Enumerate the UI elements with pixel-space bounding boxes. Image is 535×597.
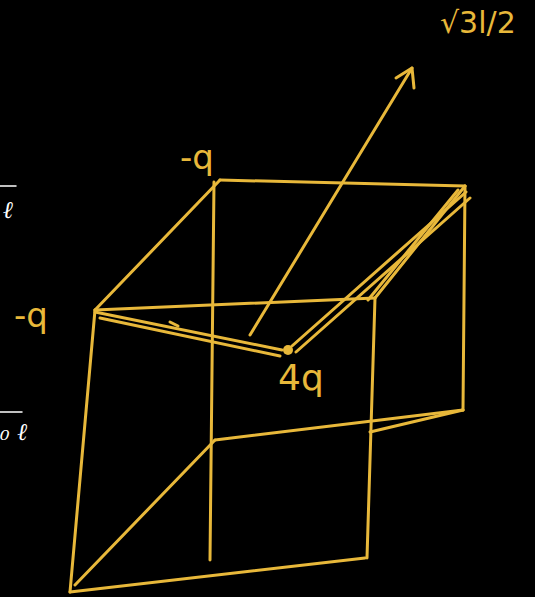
formula-fragment: ₀ ℓ xyxy=(0,420,27,444)
charge-label: -q xyxy=(180,140,214,174)
formula-fragment: ℓ xyxy=(3,198,13,222)
dimension-label: √3l/2 xyxy=(440,8,516,38)
charge-label: 4q xyxy=(278,360,324,396)
charge-label: -q xyxy=(14,298,48,332)
